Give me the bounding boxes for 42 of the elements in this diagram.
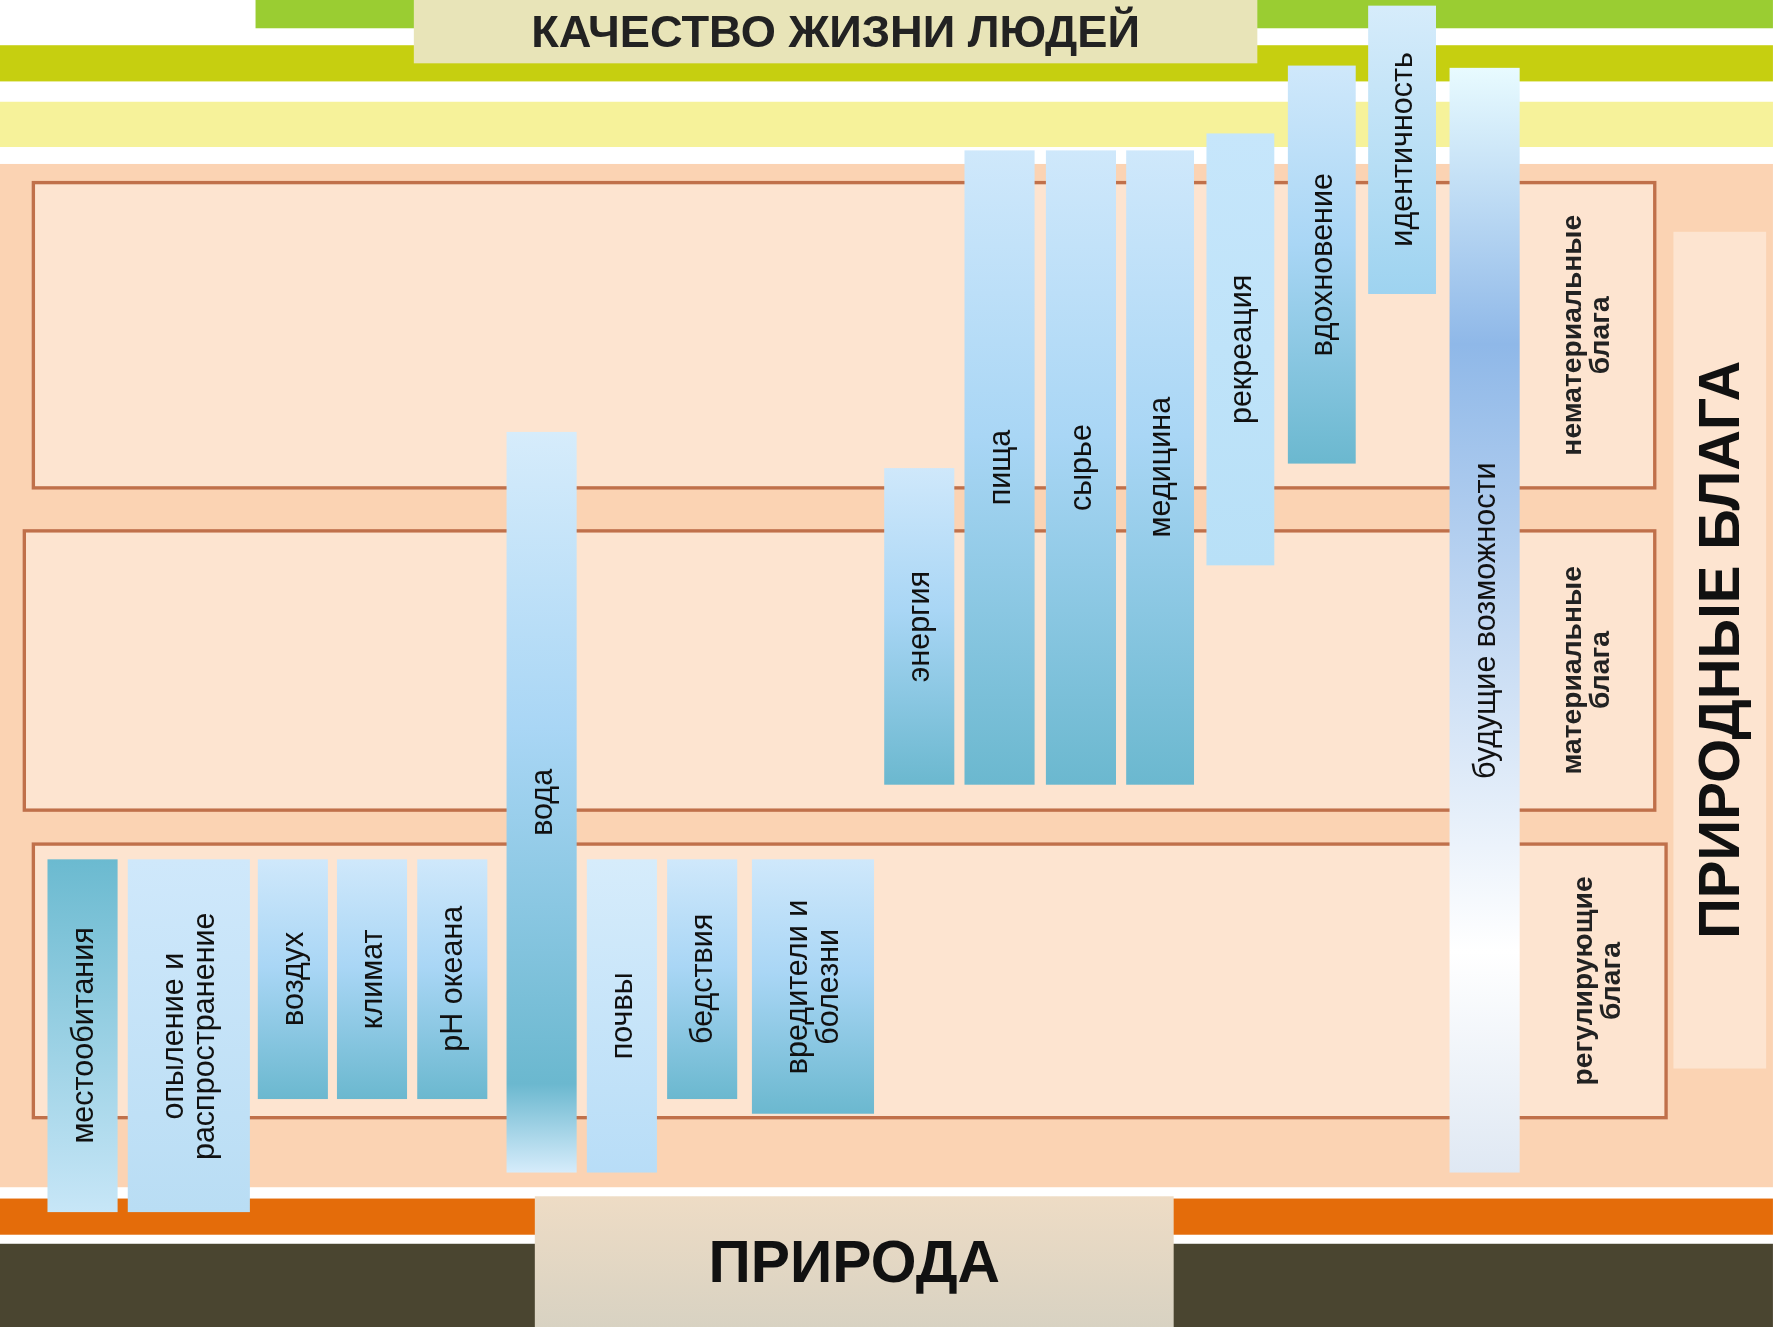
service-bar [1368,5,1436,294]
base-panel [534,1196,1174,1327]
band-label: материальные блага [1553,565,1616,777]
service-bar [127,859,250,1213]
service-bar [884,468,955,785]
bar-label: пища [984,428,1015,508]
service-bar [257,859,328,1100]
service-bar [1045,150,1116,785]
service-bar [1449,67,1520,1173]
service-bar [964,150,1035,785]
bar-label: рекреация [1225,273,1256,427]
service-bar [751,859,875,1114]
bar-label: будущие возможности [1469,460,1500,781]
band-label: регулирующие блага [1565,875,1627,1088]
bar-label: медицина [1144,395,1176,540]
bar-label: опыление и распространение [158,910,220,1162]
service-bar [586,859,657,1173]
service-bar [417,859,488,1100]
bar-label: вода [526,767,557,838]
bar-label: вдохновение [1306,172,1338,359]
bar-label: сырье [1065,423,1097,514]
service-bar [1287,65,1356,464]
title: КАЧЕСТВО ЖИЗНИ ЛЮДЕЙ [530,6,1141,58]
bar-label: идентичность [1386,51,1418,250]
service-bar [336,859,408,1100]
service-bar [1206,133,1275,566]
service-bar [667,859,738,1100]
bar-label: бедствия [686,913,718,1047]
service-bar [47,859,118,1213]
service-bar [1126,150,1194,785]
heading-label: ПРИРОДНЫЕ БЛАГА [1691,361,1749,940]
band-label: нематериальные блага [1553,213,1616,458]
service-bar [506,431,577,1173]
bar-label: местообитания [67,926,98,1146]
bar-label: климат [356,928,388,1032]
bar-label: воздух [277,931,309,1029]
bar-label: вредители и болезни [782,898,844,1076]
bar-label: почвы [606,971,638,1062]
heading-panel [1673,231,1767,1069]
base-label: ПРИРОДА [708,1228,1000,1296]
bar-label: pH океана [437,904,468,1055]
bar-label: энергия [904,569,935,684]
